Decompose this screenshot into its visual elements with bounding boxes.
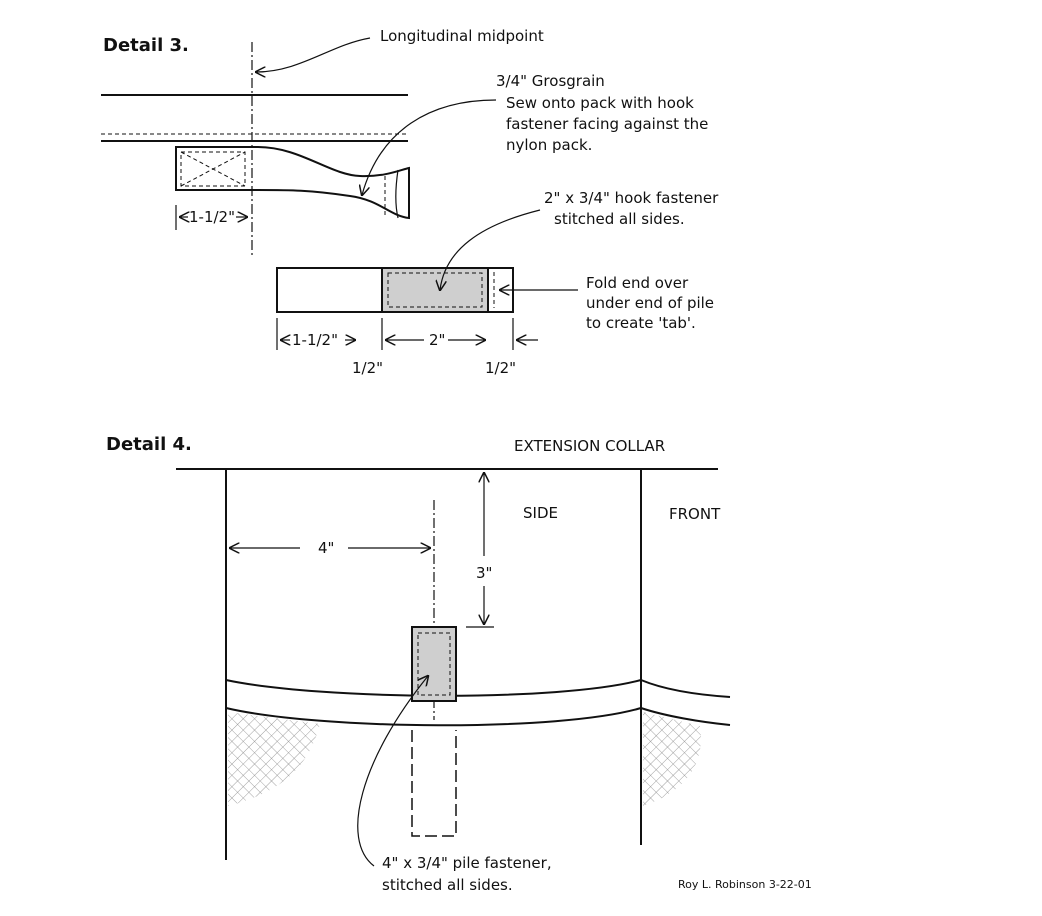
dim-h-label: 4"	[318, 539, 334, 557]
detail-4: Detail 4. EXTENSION COLLAR SIDE FRONT 4"…	[106, 434, 812, 894]
signature: Roy L. Robinson 3-22-01	[678, 878, 812, 891]
front-label: FRONT	[669, 505, 721, 523]
collar-seam-lower	[225, 707, 642, 727]
hook-fastener-stitch	[387, 272, 483, 308]
grosgrain-title: 3/4" Grosgrain	[496, 72, 605, 90]
mesh-pocket-right	[643, 712, 701, 806]
dim-upper-label: 1-1/2"	[189, 208, 235, 226]
pile-fastener-hidden	[411, 730, 457, 837]
grosgrain-strap	[175, 146, 410, 220]
side-label: SIDE	[523, 504, 558, 522]
dim-a-label: 1-1/2"	[292, 331, 338, 349]
midpoint-leader	[256, 37, 371, 72]
extension-collar-label: EXTENSION COLLAR	[514, 437, 665, 455]
pile-fastener	[411, 626, 457, 702]
grosgrain-leader	[362, 99, 497, 195]
detail-4-title: Detail 4.	[106, 434, 192, 455]
grosgrain-note-2: fastener facing against the	[506, 115, 708, 133]
pile-note-1: 4" x 3/4" pile fastener,	[382, 854, 552, 872]
hook-note-2: stitched all sides.	[554, 210, 685, 228]
midpoint-label: Longitudinal midpoint	[380, 27, 544, 45]
fold-note-3: to create 'tab'.	[586, 314, 696, 332]
pile-fastener-stitch	[417, 632, 451, 696]
front-seam-lower	[640, 707, 731, 726]
front-seam-upper	[640, 679, 731, 698]
pile-leader	[357, 676, 428, 867]
fold-note-2: under end of pile	[586, 294, 714, 312]
dim-c-label: 1/2"	[352, 359, 383, 377]
detail-3-title: Detail 3.	[103, 35, 189, 56]
hook-note-1: 2" x 3/4" hook fastener	[544, 189, 719, 207]
detail-3: Detail 3. Longitudinal midpoint 3/4" Gro…	[101, 27, 719, 377]
pile-note-2: stitched all sides.	[382, 876, 513, 894]
hook-stitch-box	[180, 151, 246, 187]
hook-fastener-area	[381, 267, 489, 313]
dim-d-label: 1/2"	[485, 359, 516, 377]
mesh-pocket-left	[228, 712, 320, 806]
hook-stitch-cross	[180, 151, 246, 187]
grosgrain-note-3: nylon pack.	[506, 136, 592, 154]
dim-b-label: 2"	[429, 331, 445, 349]
grosgrain-note-1: Sew onto pack with hook	[506, 94, 694, 112]
strap-fold	[395, 169, 399, 219]
fold-note-1: Fold end over	[586, 274, 689, 292]
dim-v-label: 3"	[476, 564, 492, 582]
hook-leader	[440, 209, 541, 290]
